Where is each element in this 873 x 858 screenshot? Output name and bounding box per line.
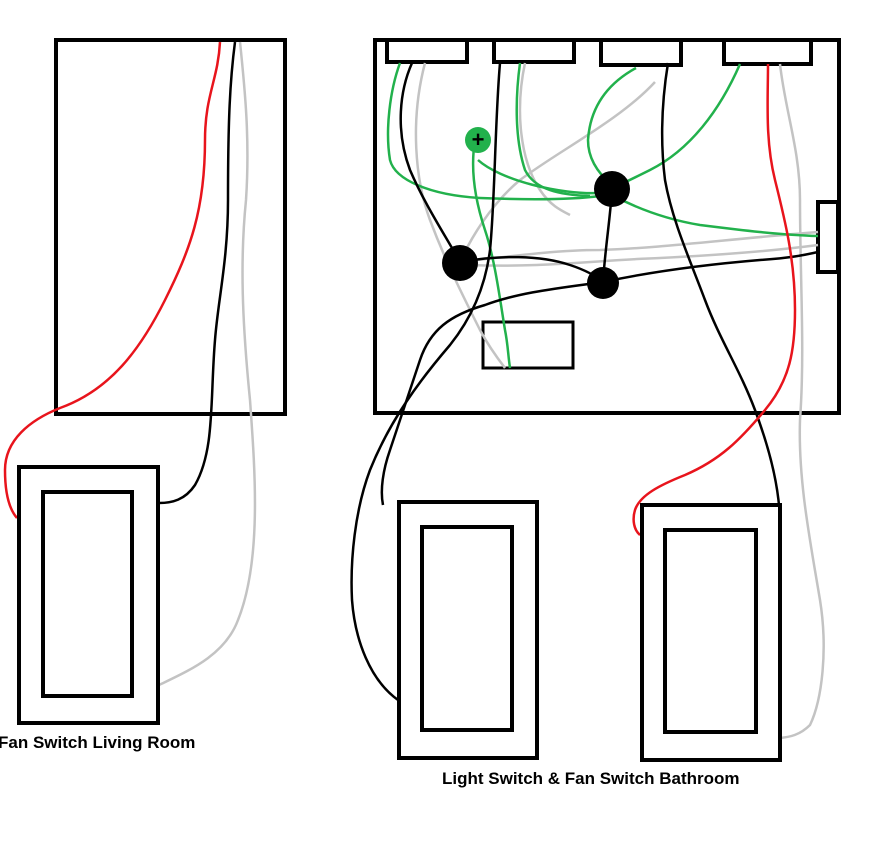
side-connector: [816, 200, 840, 274]
bathroom-caption: Light Switch & Fan Switch Bathroom: [442, 769, 740, 788]
bathroom-fan-switch-toggle: [663, 528, 758, 734]
black-wire-5: [660, 62, 782, 526]
white-wire-3: [458, 81, 656, 263]
ground-symbol: +: [472, 127, 485, 152]
black-wire-2: [459, 255, 604, 283]
black-wire-4: [602, 250, 819, 284]
top-connector-3: [599, 38, 683, 67]
green-wire-2: [471, 139, 512, 369]
bottom-connector: [481, 320, 575, 370]
top-connector-1: [385, 38, 469, 64]
green-wire-1: [386, 62, 601, 201]
living-room-junction-box: [54, 38, 287, 416]
wire-nut-top-right: [594, 171, 630, 207]
bathroom-red-wire: [632, 63, 797, 536]
ground-screw-icon: [465, 127, 491, 153]
bathroom-light-switch-toggle: [420, 525, 514, 732]
black-wire-7: [350, 62, 502, 702]
green-wire-3: [515, 62, 591, 198]
white-wire-6: [778, 63, 825, 740]
living-room-white-wire: [158, 41, 257, 687]
wire-nut-left: [442, 245, 478, 281]
black-wire-1: [399, 62, 462, 263]
white-wire-5: [469, 243, 819, 267]
top-connector-2: [492, 38, 576, 64]
living-room-black-wire: [158, 41, 237, 505]
wire-nut-bottom-right: [587, 267, 619, 299]
bathroom-junction-box: [373, 38, 841, 415]
white-wire-1: [414, 62, 506, 369]
living-room-red-wire: [3, 41, 222, 519]
living-room-switch-toggle: [41, 490, 134, 698]
top-connector-4: [722, 38, 813, 66]
living-room-caption: Fan Switch Living Room: [0, 733, 196, 752]
green-wire-4: [586, 66, 637, 186]
green-wire-5: [611, 63, 742, 190]
black-wire-6: [380, 280, 604, 506]
green-wire-7: [611, 193, 819, 238]
green-wire-6: [477, 159, 601, 195]
